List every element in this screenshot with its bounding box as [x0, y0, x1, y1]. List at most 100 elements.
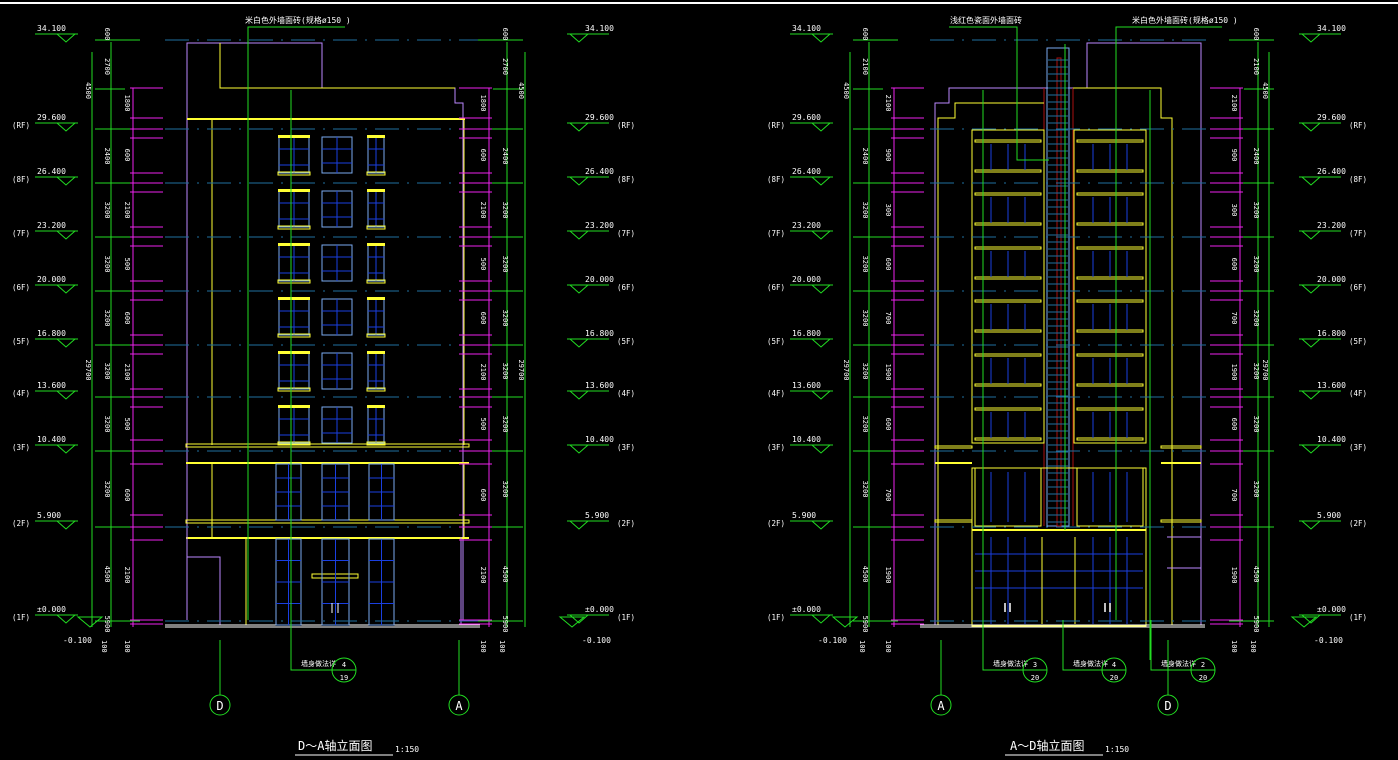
dim-text: 900	[1230, 149, 1238, 162]
dim-text: 1900	[1230, 364, 1238, 381]
dim-text: 300	[884, 204, 892, 217]
dim-text: 300	[1230, 204, 1238, 217]
axis-bubble-right-label: A	[455, 699, 463, 713]
level-symbol	[1301, 520, 1321, 530]
level-symbol	[1301, 176, 1321, 186]
material-callout: 浅红色瓷面外墙面砖	[950, 15, 1022, 25]
level-floor-tag: (2F)	[617, 519, 635, 528]
dim-text: 600	[884, 418, 892, 431]
window-sill	[277, 225, 311, 230]
dim-text: 500	[123, 258, 131, 271]
window-sill-top	[367, 243, 385, 246]
window-sill-top	[367, 189, 385, 192]
band-3f	[186, 462, 469, 464]
level-floor-tag: (3F)	[617, 443, 635, 452]
dim-text: 100	[858, 640, 866, 653]
level-elevation: 13.600	[585, 381, 614, 390]
level-elevation: ±0.000	[1317, 605, 1346, 614]
dim-text: 2100	[884, 95, 892, 112]
level-elevation: 16.800	[1317, 329, 1346, 338]
dim-text: 4500	[1252, 566, 1260, 583]
level-elevation: 10.400	[792, 435, 821, 444]
window-sill-top	[278, 351, 310, 354]
level-floor-tag: (RF)	[12, 121, 30, 130]
curtain-band	[974, 353, 1042, 357]
detail-leader	[982, 620, 1047, 671]
dim-text: 2100	[479, 202, 487, 219]
dim-text: 3200	[103, 481, 111, 498]
dim-text: 1900	[1230, 567, 1238, 584]
level-floor-tag: (7F)	[767, 229, 785, 238]
dim-text: 29700	[842, 359, 850, 380]
dim-text: 3200	[103, 202, 111, 219]
level-floor-tag: (RF)	[1349, 121, 1367, 130]
dim-text: 2100	[123, 364, 131, 381]
detail-sheet: 19	[340, 674, 348, 682]
dim-text: 2400	[1252, 148, 1260, 165]
dim-text: 700	[884, 489, 892, 502]
detail-number: 2	[1201, 661, 1205, 669]
curtain-band	[974, 329, 1042, 333]
window-sill	[366, 171, 386, 176]
level-symbol	[76, 616, 104, 628]
level-elevation: 26.400	[1317, 167, 1346, 176]
dim-text: 3200	[1252, 310, 1260, 327]
level-symbol	[1301, 122, 1321, 132]
dim-text: 600	[501, 28, 509, 41]
dim-text: 700	[884, 312, 892, 325]
window-sill	[277, 441, 311, 446]
dim-text: 2100	[479, 567, 487, 584]
level-symbol	[569, 338, 589, 348]
dim-text: 29700	[517, 359, 525, 380]
level-floor-tag: (6F)	[1349, 283, 1367, 292]
stair-shaft	[1046, 47, 1070, 527]
level-floor-tag: (3F)	[12, 443, 30, 452]
level-elevation: 23.200	[585, 221, 614, 230]
axis-bubble-right	[1157, 694, 1179, 716]
callout-leader	[247, 26, 345, 620]
level-floor-tag: (3F)	[1349, 443, 1367, 452]
detail-bubble	[1101, 657, 1127, 683]
roof-outline	[934, 42, 1202, 625]
dim-text: 2100	[861, 58, 869, 75]
level-symbol	[811, 390, 831, 400]
dim-text: 1800	[479, 95, 487, 112]
drawing-title: A～D轴立面图	[1010, 738, 1084, 753]
level-elevation: 29.600	[1317, 113, 1346, 122]
dim-text: 2700	[501, 58, 509, 75]
level-floor-tag: (8F)	[12, 175, 30, 184]
wing-band-r3	[1160, 519, 1202, 523]
level-symbol	[1301, 338, 1321, 348]
level-symbol	[558, 616, 586, 628]
dim-text: 3200	[103, 363, 111, 380]
dim-text: 600	[1230, 258, 1238, 271]
curtain-band	[974, 276, 1042, 280]
level-elevation: 13.600	[792, 381, 821, 390]
dim-text: 600	[884, 258, 892, 271]
level-elevation: 5.900	[585, 511, 609, 520]
level-floor-tag: (2F)	[1349, 519, 1367, 528]
dim-text: 3200	[103, 310, 111, 327]
level-symbol	[569, 284, 589, 294]
axis-bubble-left	[930, 694, 952, 716]
curtain-band	[1076, 329, 1144, 333]
level-symbol	[56, 338, 76, 348]
detail-sheet: 20	[1031, 674, 1039, 682]
level-floor-tag: (2F)	[12, 519, 30, 528]
detail-leader	[1150, 620, 1215, 671]
level-floor-tag: (1F)	[12, 613, 30, 622]
level-elevation: 26.400	[37, 167, 66, 176]
curtain-band	[1076, 276, 1144, 280]
dim-text: 600	[479, 149, 487, 162]
dim-text: 100	[1230, 640, 1238, 653]
axis-bubble-left-label: A	[937, 699, 945, 713]
dim-text: 3200	[1252, 416, 1260, 433]
curtain-band	[974, 407, 1042, 411]
dim-text: 29700	[1261, 359, 1269, 380]
window-sill	[277, 171, 311, 176]
level-symbol	[569, 520, 589, 530]
callout-leader	[1115, 26, 1222, 620]
level-elevation: 34.100	[37, 24, 66, 33]
level-floor-tag: (7F)	[1349, 229, 1367, 238]
